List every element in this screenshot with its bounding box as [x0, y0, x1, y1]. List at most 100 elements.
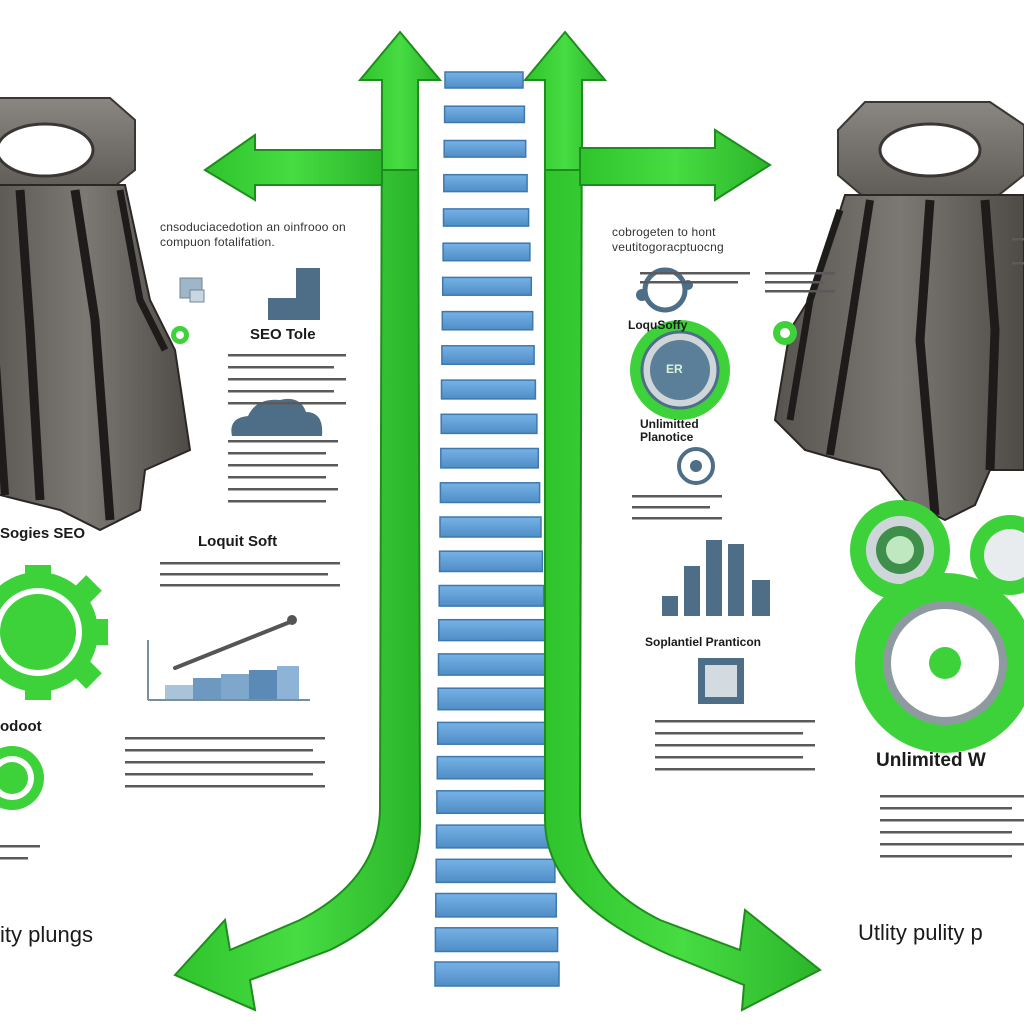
left-green-arrow-icon	[173, 30, 443, 1012]
ladder-step	[437, 653, 548, 676]
right-green-arrow-icon	[522, 30, 822, 1012]
ladder-step	[434, 961, 560, 987]
gear-caption: odoot	[0, 718, 42, 735]
ladder-step	[434, 927, 559, 953]
text-line	[655, 744, 815, 747]
target-icon	[677, 447, 715, 485]
text-line	[765, 281, 823, 284]
text-line	[632, 506, 710, 509]
ladder-steps	[434, 71, 560, 987]
text-line	[125, 749, 313, 752]
ladder-step	[439, 482, 541, 504]
text-line	[655, 720, 815, 723]
unlimited-title: Unlimited W	[876, 750, 986, 771]
text-line	[160, 573, 328, 576]
feature-title: Unlimitted Planotice	[640, 417, 699, 444]
gear-icon	[0, 565, 108, 700]
text-line	[228, 488, 338, 491]
ladder-step	[439, 516, 542, 538]
text-line	[880, 807, 1012, 810]
ladder-step	[443, 173, 528, 193]
ladder-step	[438, 584, 545, 607]
right-footer-caption: Utlity pulity p	[858, 920, 983, 945]
ladder-step	[435, 892, 558, 918]
document-icon	[698, 658, 744, 704]
small-gear-icon	[773, 321, 797, 345]
product-title: Loquit Soft	[198, 533, 278, 550]
seo-bar-label: Sogies SEO	[0, 525, 86, 542]
text-line	[228, 402, 346, 405]
text-line	[880, 795, 1024, 798]
bar-chart-icon	[662, 540, 770, 616]
text-line	[1012, 238, 1024, 241]
ladder-step	[440, 447, 540, 469]
chart-caption: Soplantiel Pranticon	[645, 635, 762, 649]
right-intro-text: cobrogeten to hont veutitogoracptuocng	[612, 225, 724, 254]
ladder-step	[443, 105, 526, 124]
ladder-step	[436, 721, 551, 745]
left-tower-icon	[0, 97, 192, 532]
text-line	[228, 500, 326, 503]
ladder-step	[436, 790, 553, 815]
gear-icon	[970, 515, 1024, 595]
ladder-step	[443, 139, 527, 158]
text-line	[160, 584, 340, 587]
text-line	[125, 737, 325, 740]
text-line	[125, 773, 313, 776]
ladder-step	[442, 242, 531, 262]
ladder-step	[437, 687, 549, 711]
ladder-step	[442, 208, 530, 227]
text-line	[640, 272, 750, 275]
text-line	[160, 562, 340, 565]
seo-tile-caption: SEO Tole	[250, 326, 316, 343]
ladder-step	[444, 71, 524, 89]
small-gear-icon	[0, 746, 44, 810]
filler-text-lines	[0, 238, 1024, 860]
text-line	[880, 855, 1012, 858]
left-intro-text: cnsoduciacedotion an oinfrooo on compuon…	[160, 220, 346, 249]
text-line	[228, 390, 334, 393]
text-line	[880, 843, 1024, 846]
small-device-icon	[179, 277, 205, 303]
text-line	[228, 366, 334, 369]
text-line	[655, 732, 803, 735]
bar-tile-icon	[268, 268, 320, 320]
text-line	[228, 378, 346, 381]
text-line	[228, 452, 326, 455]
cloud-icon	[231, 398, 323, 436]
text-line	[0, 857, 28, 860]
large-gear-icon	[855, 573, 1024, 753]
ladder-step	[441, 345, 535, 366]
text-line	[632, 517, 722, 520]
ladder-step	[435, 858, 556, 884]
ladder-step	[435, 824, 555, 849]
text-line	[655, 756, 803, 759]
text-line	[228, 464, 338, 467]
brand-badge: ER	[666, 362, 683, 376]
text-line	[125, 785, 325, 788]
ladder-step	[440, 379, 537, 400]
brand-name: LoquSoffy	[628, 318, 688, 332]
text-line	[1012, 262, 1024, 265]
ladder-step	[441, 276, 533, 296]
badge-gear-icon	[630, 320, 730, 420]
ladder-step	[438, 550, 544, 573]
right-tower-icon	[773, 101, 1024, 522]
text-line	[655, 768, 815, 771]
text-line	[0, 845, 40, 848]
ladder-step	[440, 413, 538, 435]
left-footer-caption: ity plungs	[0, 922, 93, 947]
small-gear-icon	[171, 326, 189, 344]
text-line	[880, 831, 1012, 834]
text-line	[228, 354, 346, 357]
text-line	[640, 281, 738, 284]
text-line	[125, 761, 325, 764]
text-line	[228, 440, 338, 443]
ladder-step	[441, 310, 534, 331]
text-line	[765, 290, 835, 293]
growth-chart-icon	[147, 615, 310, 701]
gear-icon	[850, 500, 950, 600]
text-line	[765, 272, 835, 275]
